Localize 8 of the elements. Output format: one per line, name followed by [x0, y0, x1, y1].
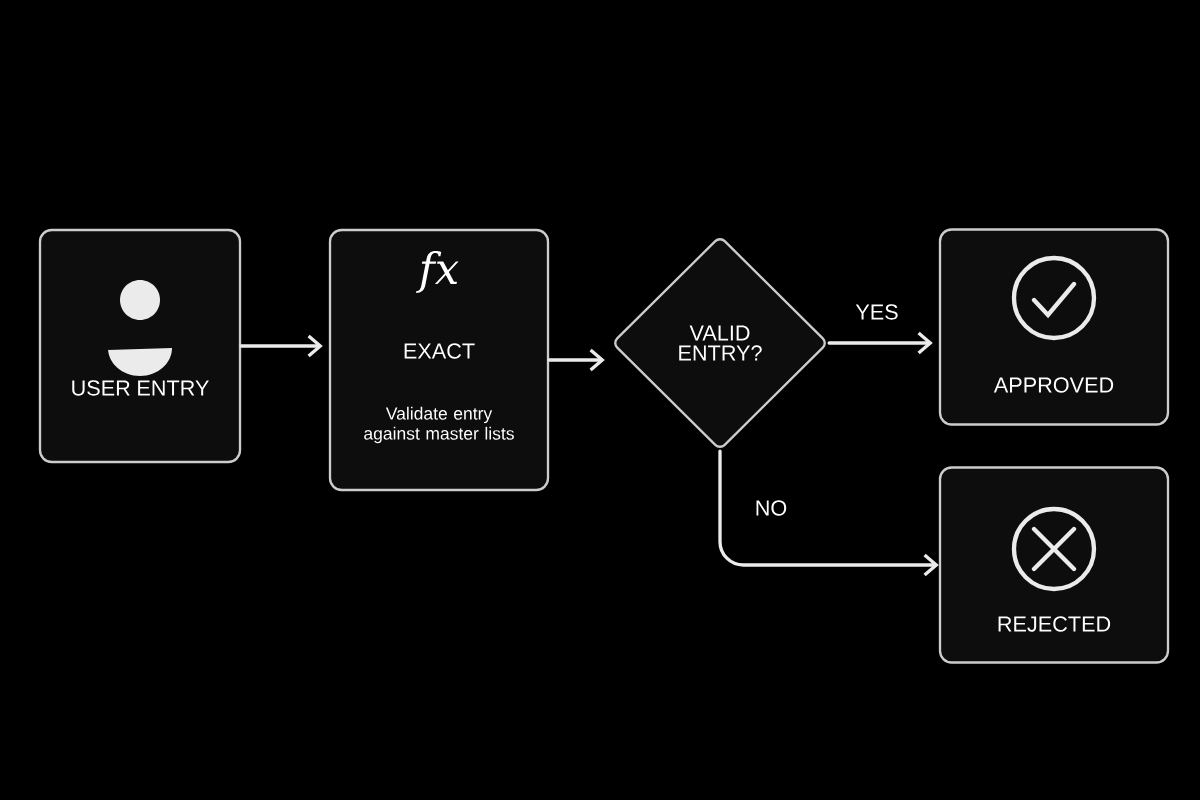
arrow — [827, 331, 933, 355]
process-box: USER ENTRY — [38, 228, 242, 464]
process-box: APPROVED — [938, 228, 1170, 426]
arrow — [547, 348, 605, 372]
arrow — [239, 334, 323, 358]
process-box: fx EXACT Validate entry against master lists — [328, 228, 550, 492]
process-box: REJECTED — [938, 466, 1170, 664]
arrow — [718, 449, 939, 577]
